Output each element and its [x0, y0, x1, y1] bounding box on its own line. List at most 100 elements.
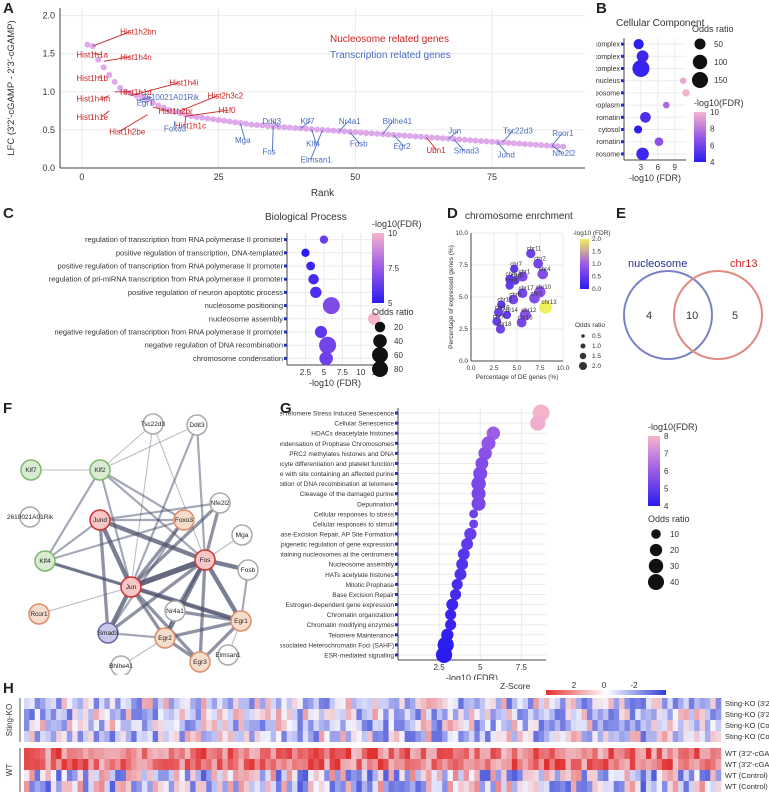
heatmap-cell: [206, 731, 212, 742]
heatmap-cell: [549, 748, 556, 759]
data-point: [407, 133, 413, 139]
heatmap-cell: [297, 698, 304, 709]
heatmap-cell: [195, 759, 202, 770]
heatmap-cell: [66, 770, 73, 781]
heatmap-cell: [249, 748, 255, 759]
gene-label: Hist1h2bn: [120, 28, 156, 37]
heatmap-cell: [99, 709, 105, 720]
heatmap-cell: [410, 720, 416, 731]
heatmap-cell: [308, 748, 314, 759]
heatmap-cell: [281, 731, 288, 742]
heatmap-cell: [469, 698, 475, 709]
heatmap-cell: [82, 781, 89, 792]
heatmap-cell: [136, 698, 143, 709]
heatmap-cell: [597, 698, 604, 709]
heatmap-cell: [125, 770, 132, 781]
data-point: [330, 127, 337, 134]
heatmap-cell: [699, 709, 706, 720]
label-leader-line: [453, 138, 465, 151]
heatmap-cell: [522, 770, 529, 781]
label-leader-line: [180, 95, 218, 112]
heatmap-cell: [452, 770, 459, 781]
heatmap-cell: [442, 770, 448, 781]
heatmap-cell: [474, 709, 481, 720]
category-tick-mark: [395, 512, 398, 516]
heatmap-row-label: Sting-KO (3'2'-cGAMP) -1: [725, 699, 769, 708]
panel-label-a: A: [3, 0, 14, 17]
heatmap-cell: [147, 720, 153, 731]
data-point: [471, 496, 486, 511]
heatmap-cell: [688, 709, 695, 720]
heatmap-cell: [447, 731, 454, 742]
heatmap-cell: [511, 720, 518, 731]
heatmap-cell: [683, 759, 690, 770]
heatmap-cell: [249, 709, 255, 720]
heatmap-cell: [538, 759, 545, 770]
data-point: [253, 121, 260, 128]
color-legend-tick: 10: [388, 229, 397, 238]
heatmap-row-label: WT (Control) -2: [725, 782, 769, 791]
data-point: [493, 307, 504, 317]
heatmap-cell: [195, 698, 202, 709]
heatmap-cell: [597, 770, 604, 781]
heatmap-cell: [404, 709, 411, 720]
heatmap-cell: [544, 781, 550, 792]
heatmap-cell: [356, 759, 363, 770]
heatmap-cell: [190, 698, 196, 709]
heatmap-cell: [517, 698, 523, 709]
category-tick-mark: [395, 472, 398, 476]
heatmap-cell: [399, 698, 405, 709]
heatmap-cell: [527, 748, 534, 759]
y-tick-label: 1.0: [42, 87, 55, 97]
data-point: [454, 568, 467, 581]
heatmap-cell: [152, 720, 159, 731]
heatmap-cell: [88, 759, 94, 770]
heatmap-cell: [179, 781, 186, 792]
heatmap-cell: [174, 709, 180, 720]
y-tick-label: 1.5: [42, 49, 55, 59]
heatmap-cell: [678, 748, 684, 759]
data-point: [117, 85, 124, 91]
heatmap-cell: [265, 731, 271, 742]
data-point: [188, 113, 195, 120]
heatmap-cell: [281, 781, 288, 792]
heatmap-cell: [206, 720, 212, 731]
heatmap-cell: [361, 781, 368, 792]
heatmap-cell: [372, 720, 379, 731]
heatmap-cell: [200, 770, 207, 781]
heatmap-cell: [415, 748, 422, 759]
heatmap-cell: [351, 698, 357, 709]
y-tick-label: 2.5: [459, 326, 468, 333]
network-edge: [195, 424, 207, 561]
heatmap-cell: [254, 748, 261, 759]
heatmap-cell: [104, 720, 111, 731]
data-point: [505, 281, 514, 290]
heatmap-cell: [688, 759, 695, 770]
color-legend-tick: 8: [664, 432, 669, 441]
data-point: [662, 101, 670, 109]
network-node-label: Bhlhe41: [109, 663, 133, 670]
heatmap-cell: [506, 698, 513, 709]
heatmap-cell: [672, 731, 679, 742]
gene-label: Ddit3: [262, 117, 281, 126]
heatmap-cell: [704, 748, 711, 759]
heatmap-cell: [217, 748, 223, 759]
heatmap-cell: [447, 781, 454, 792]
heatmap-cell: [581, 770, 588, 781]
heatmap-cell: [158, 770, 164, 781]
category-tick-mark: [395, 623, 398, 627]
data-point: [636, 50, 649, 63]
category-label: Condensation of Prophase Chromosomes: [280, 441, 395, 448]
gene-label: H1f0: [219, 106, 236, 115]
heatmap-cell: [66, 720, 73, 731]
label-leader-line: [447, 130, 459, 140]
heatmap-cell: [222, 781, 229, 792]
heatmap-cell: [447, 698, 454, 709]
heatmap-cell: [233, 781, 239, 792]
heatmap-cell: [570, 720, 577, 731]
heatmap-cell: [613, 770, 620, 781]
heatmap-cell: [222, 770, 229, 781]
heatmap-cell: [576, 748, 582, 759]
heatmap-cell: [168, 709, 175, 720]
heatmap-cell: [66, 748, 73, 759]
